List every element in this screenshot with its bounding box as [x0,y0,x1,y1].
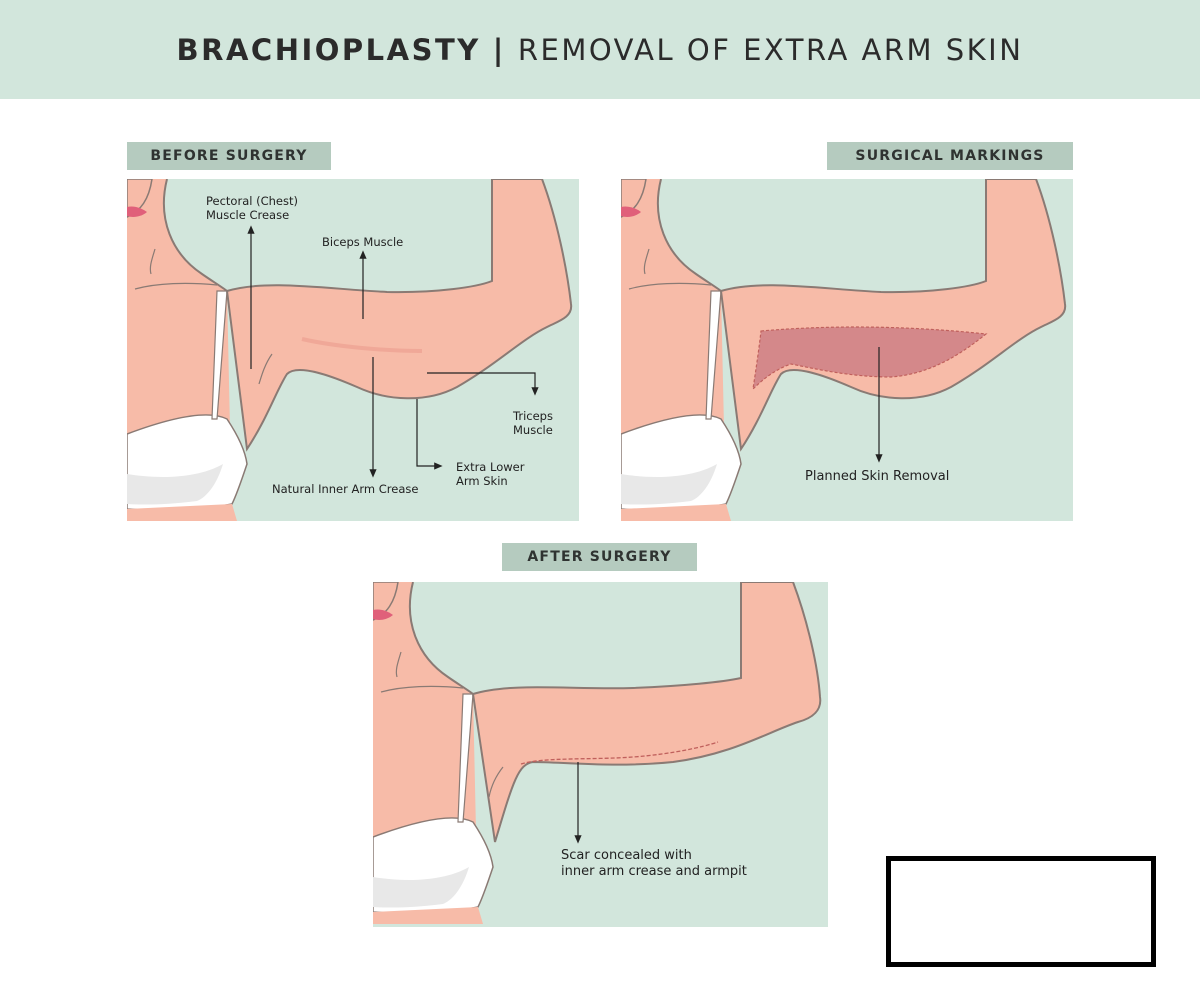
annotation-crease: Natural Inner Arm Crease [272,482,419,496]
annotation-pectoral: Pectoral (Chest)Muscle Crease [206,194,298,222]
title-bold: BRACHIOPLASTY [176,32,481,67]
annotation-planned-removal: Planned Skin Removal [805,469,950,484]
annotation-triceps-line1: Triceps [513,409,553,423]
title-separator: | [492,32,506,67]
annotation-scar-line2: inner arm crease and armpit [561,864,747,879]
page-title: BRACHIOPLASTY | REMOVAL OF EXTRA ARM SKI… [0,0,1200,99]
annotation-scar-line1: Scar concealed with [561,848,692,863]
annotation-triceps-line2: Muscle [513,423,553,437]
annotation-pectoral-line2: Muscle Crease [206,208,290,222]
surgical-markings-label: SURGICAL MARKINGS [827,142,1073,170]
annotation-extra-line2: Arm Skin [456,474,508,488]
after-surgery-label: AFTER SURGERY [502,543,697,571]
annotation-biceps: Biceps Muscle [322,235,404,249]
annotation-extra-line1: Extra Lower [456,460,525,474]
before-surgery-label: BEFORE SURGERY [127,142,331,170]
before-surgery-illustration: Pectoral (Chest)Muscle Crease Biceps Mus… [127,179,579,521]
annotation-pectoral-line1: Pectoral (Chest) [206,194,298,208]
surgical-markings-illustration: Planned Skin Removal [621,179,1073,521]
empty-bordered-box [886,856,1156,967]
title-subtitle: REMOVAL OF EXTRA ARM SKIN [517,32,1024,67]
